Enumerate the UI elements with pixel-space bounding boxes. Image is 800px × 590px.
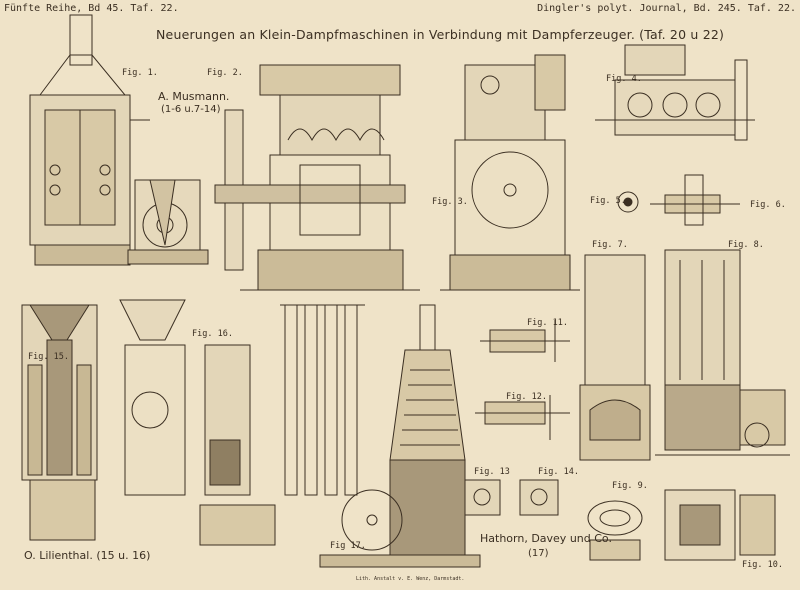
- figure-label-7: Fig. 7.: [592, 240, 628, 250]
- fig3-engine-side-drawing: [440, 54, 580, 291]
- figure-label-6: Fig. 6.: [750, 200, 786, 210]
- lithograph-imprint: Lith. Anstalt v. E. Wenz, Darmstadt.: [356, 576, 465, 582]
- author-lilienthal: O. Lilienthal. (15 u. 16): [24, 549, 151, 562]
- fig2-engine-front-drawing: [214, 64, 420, 291]
- fig15-furnace-drawing: [21, 304, 98, 541]
- fig11-fig12-valve-drawings: [475, 320, 570, 440]
- figure-label-14: Fig. 14.: [538, 467, 579, 477]
- author-musmann: A. Musmann.: [158, 90, 230, 103]
- fig4-plan-drawing: [595, 44, 755, 141]
- figure-label-17: Fig 17.: [330, 541, 366, 551]
- fig5-fig6-valve-drawings: [617, 174, 740, 226]
- figure-label-1: Fig. 1.: [122, 68, 158, 78]
- figure-label-3: Fig. 3.: [432, 197, 468, 207]
- fig17-engine-drawing: [319, 304, 481, 568]
- author-hathorn: Hathorn, Davey und Co.: [480, 532, 612, 545]
- figure-label-5: Fig. 5.: [590, 196, 626, 206]
- figure-label-10: Fig. 10.: [742, 560, 783, 570]
- figure-label-15: Fig. 15.: [28, 352, 69, 362]
- figure-label-4: Fig. 4.: [606, 74, 642, 84]
- fig8-boiler-drawing: [655, 249, 790, 456]
- fig7-boiler-drawing: [579, 254, 651, 461]
- header-left: Fünfte Reihe, Bd 45. Taf. 22.: [4, 3, 179, 14]
- plate-title: Neuerungen an Klein-Dampfmaschinen in Ve…: [156, 27, 725, 42]
- fig16-engine-drawing: [119, 299, 276, 546]
- figure-label-8: Fig. 8.: [728, 240, 764, 250]
- figure-label-13: Fig. 13: [474, 467, 510, 477]
- header-right: Dingler's polyt. Journal, Bd. 245. Taf. …: [537, 3, 796, 14]
- figure-label-16: Fig. 16.: [192, 329, 233, 339]
- author-hathorn-figures: (17): [528, 548, 549, 559]
- figure-label-11: Fig. 11.: [527, 318, 568, 328]
- author-musmann-figures: (1-6 u.7-14): [161, 104, 221, 115]
- fig1-engine-drawing: [127, 179, 209, 265]
- fig9-detail-drawing: [587, 500, 643, 561]
- figure-label-9: Fig. 9.: [612, 481, 648, 491]
- figure-label-2: Fig. 2.: [207, 68, 243, 78]
- fig10-detail-drawing: [664, 489, 776, 561]
- fig1-boiler-drawing: [29, 14, 150, 266]
- figure-label-12: Fig. 12.: [506, 392, 547, 402]
- fig13-fig14-detail-drawings: [464, 479, 559, 516]
- pipe-coil-drawing: [280, 304, 365, 496]
